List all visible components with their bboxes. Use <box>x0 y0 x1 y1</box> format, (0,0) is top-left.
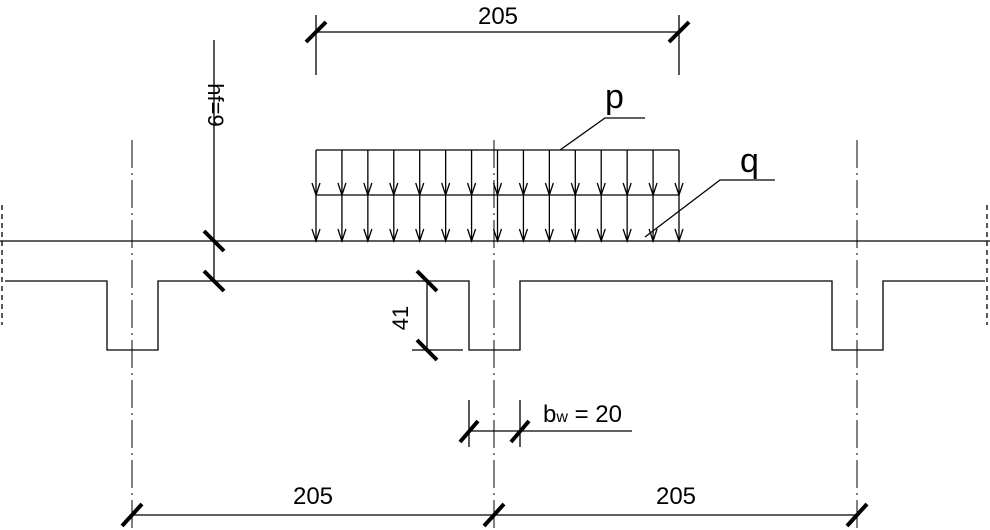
load-p-leader: p <box>559 78 645 151</box>
bottom-span-right-label: 205 <box>656 483 696 510</box>
axis-lines <box>131 140 858 530</box>
load-q-leader: q <box>644 142 775 238</box>
load-arrow-head-icon <box>337 228 347 244</box>
web-width-label: bw = 20 <box>543 401 622 428</box>
top-span-dimension: 205 <box>304 3 691 75</box>
load-q-label: q <box>740 142 759 180</box>
load-arrow-head-icon <box>441 228 451 244</box>
load-arrow-head-icon <box>389 228 399 244</box>
load-arrow-head-icon <box>570 228 580 244</box>
distributed-loads <box>311 149 684 244</box>
bottom-span-dimension: 205 205 <box>120 483 869 528</box>
load-arrow-head-icon <box>674 228 684 244</box>
load-arrow-head-icon <box>518 228 529 244</box>
load-arrow-head-icon <box>622 228 632 244</box>
load-arrow-head-icon <box>466 228 477 244</box>
slab-section <box>0 205 990 351</box>
rib-depth-label: 41 <box>388 306 413 330</box>
flange-thickness-dimension: hf=9 <box>202 40 228 293</box>
rib-depth-dimension: 41 <box>388 269 463 362</box>
load-arrow-head-icon <box>492 228 503 244</box>
load-p-label: p <box>605 78 624 116</box>
bottom-span-left-label: 205 <box>293 483 333 510</box>
load-arrow-head-icon <box>363 228 373 244</box>
flange-thickness-label: hf=9 <box>203 83 228 126</box>
load-arrow-head-icon <box>544 228 554 244</box>
top-span-label: 205 <box>478 3 518 30</box>
load-arrow-head-icon <box>311 228 321 244</box>
web-width-dimension: bw = 20 <box>458 400 632 447</box>
load-arrow-head-icon <box>415 228 425 244</box>
load-arrow-head-icon <box>596 228 606 244</box>
